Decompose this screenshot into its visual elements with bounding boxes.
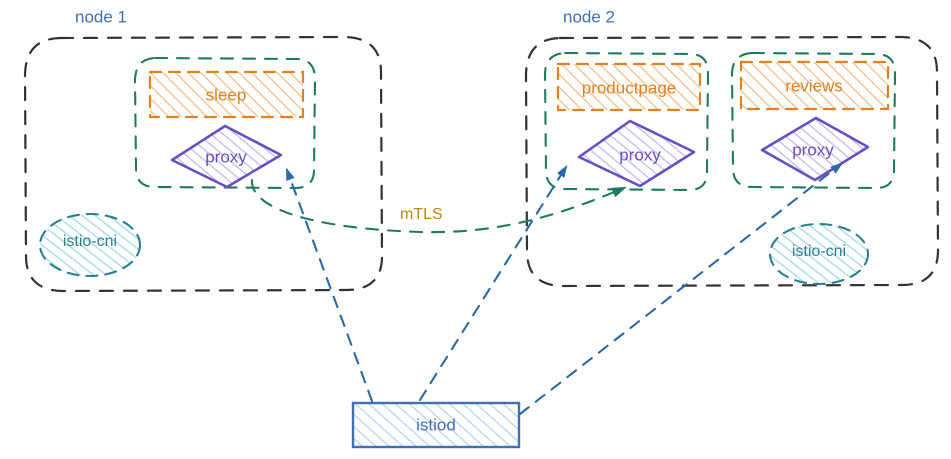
pod-sleep [133,56,317,190]
proxy-productpage [577,119,696,188]
proxy-label-productpage: proxy [619,145,661,164]
xds-connection-sleep-proxy [285,167,374,403]
container-label-productpage: productpage [582,78,677,97]
node-1-label: node 1 [75,7,127,26]
istiod-label: istiod [416,415,456,434]
proxy-sleep [170,124,283,189]
container-productpage [556,62,702,112]
proxy-label-sleep: proxy [205,147,247,166]
istiod-box [351,401,521,449]
xds-connection-reviews-proxy [518,162,843,416]
istio-cni-label-node-2: istio-cni [792,243,846,260]
container-label-sleep: sleep [206,85,247,104]
istio-cni-node-2 [768,222,870,286]
node-2-label: node 2 [563,7,615,26]
container-reviews [739,60,890,111]
container-sleep [148,70,305,119]
istio-cni-node-1 [38,212,142,278]
xds-connection-productpage-proxy [418,164,568,402]
pod-productpage [543,51,710,192]
node-1-boundary [23,35,384,293]
mtls-connection [250,178,627,234]
proxy-label-reviews: proxy [792,140,834,159]
container-label-reviews: reviews [785,76,843,95]
mtls-label: mTLS [400,206,443,223]
node-2-boundary [524,35,940,288]
pod-reviews [730,51,897,190]
istio-cni-label-node-1: istio-cni [63,233,117,250]
proxy-reviews [760,116,870,182]
